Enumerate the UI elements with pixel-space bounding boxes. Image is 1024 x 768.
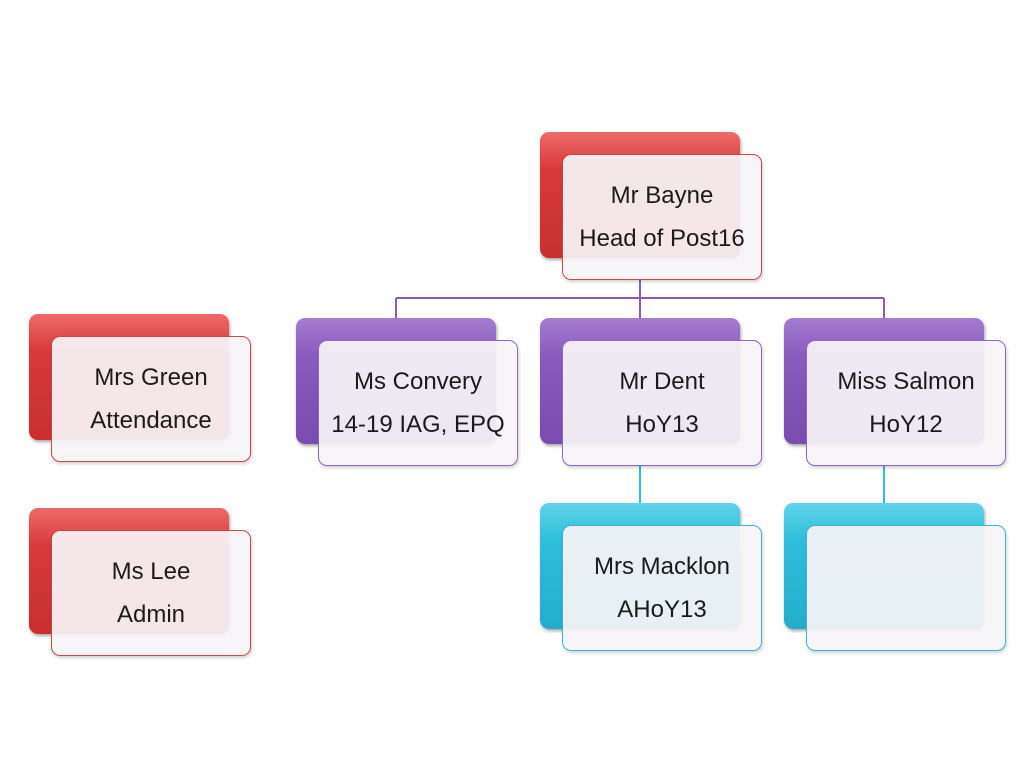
node-name: Ms Convery (353, 368, 483, 395)
node-name: Mr Bayne (610, 182, 714, 209)
node-role: Admin (116, 601, 186, 628)
node-name: Mrs Green (94, 364, 208, 391)
node-card: Mrs Green Attendance (51, 336, 251, 462)
node-role: Head of Post16 (579, 225, 745, 252)
node-iag-epq: Ms Convery 14-19 IAG, EPQ (296, 318, 518, 468)
node-admin: Ms Lee Admin (29, 508, 251, 658)
node-card: Mr Bayne Head of Post16 (562, 154, 762, 280)
node-role: HoY13 (625, 411, 699, 438)
node-hoy13: Mr Dent HoY13 (540, 318, 762, 468)
node-role: AHoY13 (617, 596, 707, 623)
node-card: Miss Salmon HoY12 (806, 340, 1006, 466)
node-card: Ms Convery 14-19 IAG, EPQ (318, 340, 518, 466)
node-head-of-post16: Mr Bayne Head of Post16 (540, 132, 762, 282)
node-role: 14-19 IAG, EPQ (331, 411, 505, 438)
node-card: Mr Dent HoY13 (562, 340, 762, 466)
node-role: HoY12 (869, 411, 943, 438)
node-name: Mrs Macklon (593, 553, 731, 580)
node-attendance: Mrs Green Attendance (29, 314, 251, 464)
node-name: Ms Lee (111, 558, 191, 585)
node-name: Mr Dent (619, 368, 705, 395)
node-card: Mrs Macklon AHoY13 (562, 525, 762, 651)
node-name: Miss Salmon (837, 368, 975, 395)
node-empty (784, 503, 1006, 653)
node-card: Ms Lee Admin (51, 530, 251, 656)
node-card (806, 525, 1006, 651)
node-ahoy13: Mrs Macklon AHoY13 (540, 503, 762, 653)
node-hoy12: Miss Salmon HoY12 (784, 318, 1006, 468)
node-role: Attendance (90, 407, 212, 434)
